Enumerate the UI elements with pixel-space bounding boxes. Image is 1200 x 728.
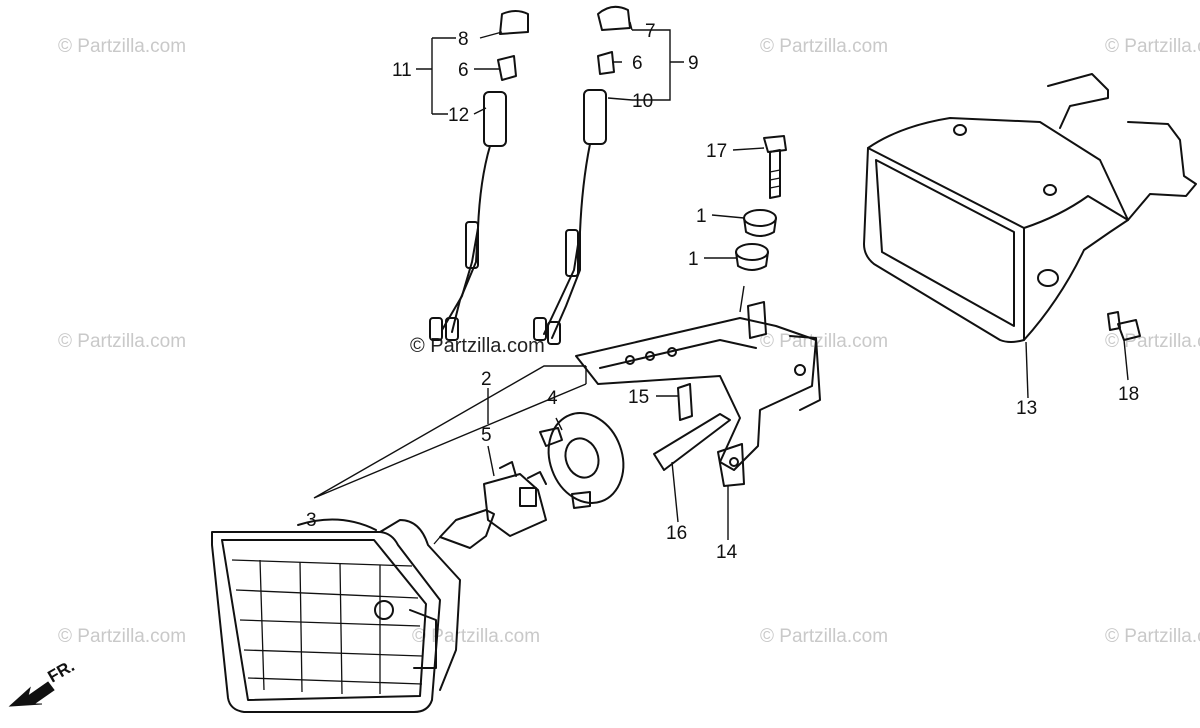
leader-lines bbox=[313, 21, 1129, 540]
callout-3: 3 bbox=[306, 510, 317, 531]
callout-11: 11 bbox=[392, 60, 412, 81]
wire-harness-right bbox=[533, 5, 631, 345]
watermark: © Partzilla.com bbox=[412, 626, 540, 647]
watermark: © Partzilla.com bbox=[1105, 626, 1200, 647]
callout-6: 6 bbox=[632, 53, 643, 74]
headlight-case bbox=[863, 73, 1197, 343]
watermark-center: © Partzilla.com bbox=[410, 335, 545, 357]
callout-8: 8 bbox=[458, 29, 469, 50]
wire-harness-left bbox=[429, 10, 529, 341]
watermark: © Partzilla.com bbox=[58, 626, 186, 647]
watermark: © Partzilla.com bbox=[58, 331, 186, 352]
watermark: © Partzilla.com bbox=[58, 36, 186, 57]
callout-17: 17 bbox=[706, 141, 727, 162]
front-direction-indicator: FR. bbox=[8, 656, 78, 707]
callout-4: 4 bbox=[547, 388, 558, 409]
callout-5: 5 bbox=[481, 425, 492, 446]
callout-1: 1 bbox=[688, 249, 699, 270]
socket-cover bbox=[539, 412, 625, 509]
callout-2: 2 bbox=[481, 369, 492, 390]
front-label: FR. bbox=[45, 656, 78, 686]
mounting-bracket bbox=[575, 301, 821, 487]
callout-10: 10 bbox=[632, 91, 653, 112]
screw bbox=[1107, 311, 1141, 341]
watermark: © Partzilla.com bbox=[760, 36, 888, 57]
callout-15: 15 bbox=[628, 387, 649, 408]
callout-6: 6 bbox=[458, 60, 469, 81]
callout-14: 14 bbox=[716, 542, 738, 563]
watermarks: © Partzilla.com © Partzilla.com © Partzi… bbox=[58, 36, 1200, 647]
callout-12: 12 bbox=[448, 105, 469, 126]
callout-16: 16 bbox=[666, 523, 687, 544]
watermark: © Partzilla.com bbox=[760, 626, 888, 647]
bulb bbox=[433, 461, 547, 549]
callout-1: 1 bbox=[696, 206, 707, 227]
callout-7: 7 bbox=[645, 21, 656, 42]
callout-13: 13 bbox=[1016, 398, 1037, 419]
watermark: © Partzilla.com bbox=[1105, 331, 1200, 352]
front-arrow-icon bbox=[8, 681, 55, 707]
bolt-and-rubbers bbox=[735, 135, 787, 271]
watermark: © Partzilla.com bbox=[1105, 36, 1200, 57]
callout-labels: 8 11 6 12 7 6 9 10 17 1 1 2 5 4 3 15 16 … bbox=[306, 21, 1139, 563]
callout-9: 9 bbox=[688, 53, 699, 74]
headlight-unit bbox=[211, 518, 461, 713]
watermark: © Partzilla.com bbox=[760, 331, 888, 352]
callout-18: 18 bbox=[1118, 384, 1139, 405]
